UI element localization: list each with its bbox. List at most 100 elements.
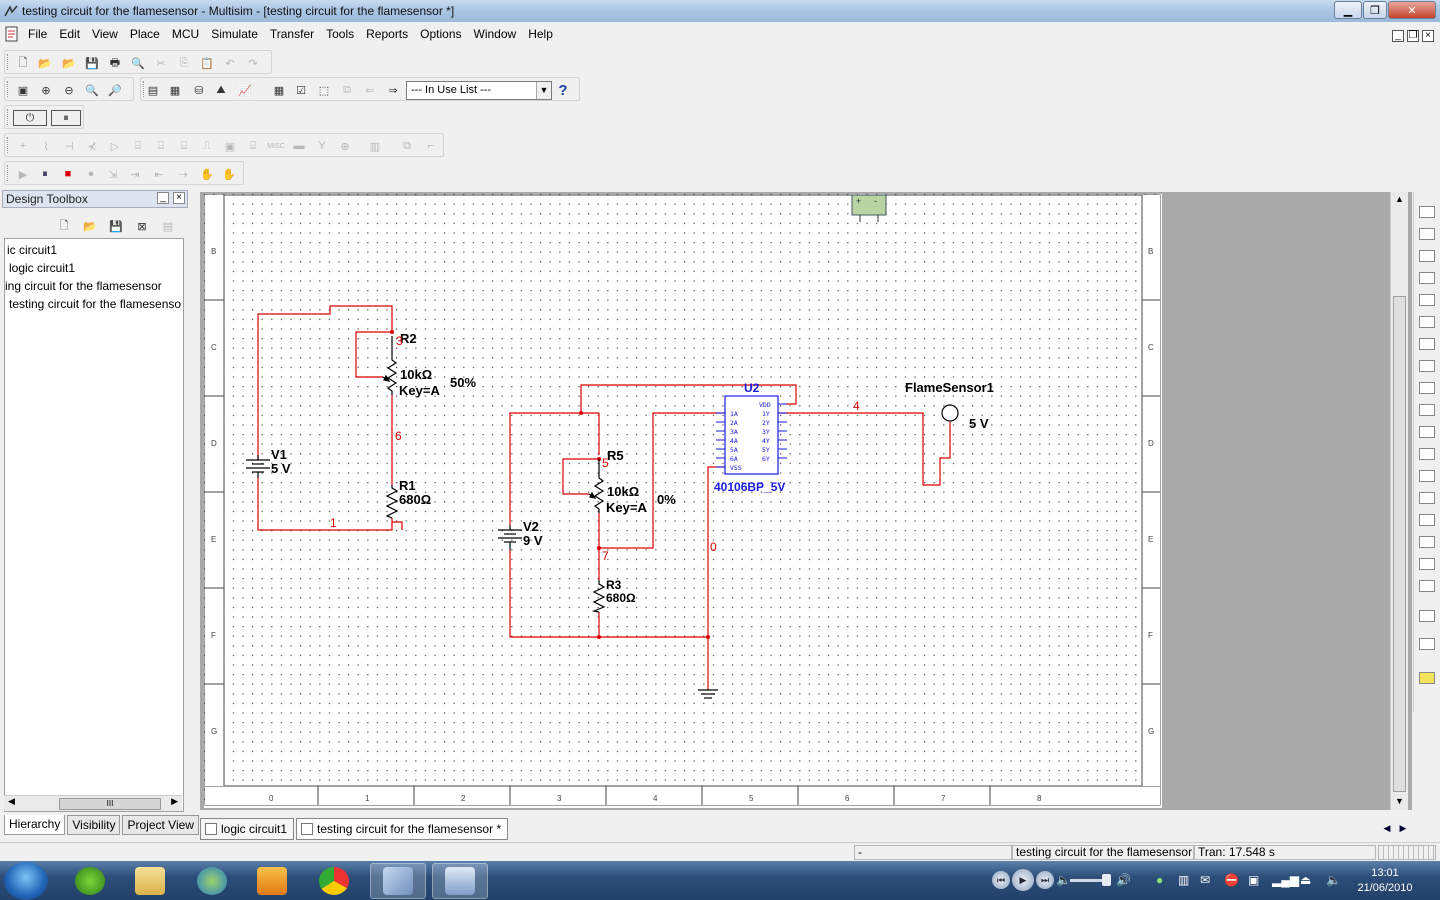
tray-signal-icon[interactable]: ▂▄▆ (1272, 873, 1299, 887)
toolbar-grip[interactable] (7, 109, 10, 125)
zoom-in-icon[interactable]: ⊕ (41, 84, 51, 97)
multimeter-icon[interactable] (1419, 206, 1435, 218)
zoom-fit-icon[interactable]: 🔎 (108, 84, 122, 97)
menu-place[interactable]: Place (129, 27, 160, 41)
region-select-icon[interactable]: ⬚ (318, 84, 330, 97)
pause-simulation-icon[interactable]: ⏸ (42, 167, 48, 180)
distortion-analyzer-icon[interactable] (1419, 448, 1435, 460)
ic-u2[interactable]: 1A 2A 3A 4A 5A 6A VSS VDD 1Y 2Y 3Y 4Y 5Y… (716, 395, 787, 475)
backannotate-icon[interactable]: ⇐ (365, 84, 375, 97)
iv-analyzer-icon[interactable] (1419, 426, 1435, 438)
rename-sheet-icon[interactable]: ▤ (162, 220, 174, 233)
oscilloscope-icon[interactable] (1419, 272, 1435, 284)
logic-converter-icon[interactable] (1419, 404, 1435, 416)
port-connector[interactable]: + - (851, 194, 887, 222)
redo-icon[interactable]: ↷ (248, 57, 258, 70)
place-bus-icon[interactable]: ⌐ (427, 140, 435, 152)
spectrum-analyzer-icon[interactable] (1419, 470, 1435, 482)
frequency-counter-icon[interactable] (1419, 338, 1435, 350)
menu-options[interactable]: Options (420, 27, 462, 41)
place-rf-icon[interactable]: Y (318, 140, 326, 152)
resistor-r3[interactable] (591, 580, 606, 613)
place-misc-icon[interactable]: MISC (267, 142, 285, 150)
erc-icon[interactable]: ☑ (296, 84, 306, 97)
sheet-tab-testing-circuit[interactable]: testing circuit for the flamesensor * (296, 818, 509, 840)
tree-item[interactable]: ing circuit for the flamesensor (5, 279, 162, 293)
tray-security-icon[interactable]: ⛔ (1224, 873, 1239, 887)
volume-slider-thumb[interactable] (1102, 874, 1111, 886)
save-icon[interactable]: 💾 (85, 57, 99, 70)
place-diode-icon[interactable]: ⊣ (64, 140, 74, 153)
place-transistor-icon[interactable]: ⊀ (87, 140, 97, 153)
scroll-down-arrow-icon[interactable]: ▼ (1395, 796, 1404, 806)
tree-item[interactable]: logic circuit1 (9, 261, 76, 275)
four-channel-oscilloscope-icon[interactable] (1419, 294, 1435, 306)
forward-annotate-icon[interactable]: ⇒ (388, 84, 398, 97)
tektronix-oscilloscope-icon[interactable] (1419, 580, 1435, 592)
menu-transfer[interactable]: Transfer (269, 27, 315, 41)
play-icon[interactable]: ▶ (1012, 869, 1034, 891)
remove-breakpoints-icon[interactable]: ✋ (222, 168, 236, 181)
toolbar-grip[interactable] (7, 81, 10, 97)
start-button[interactable] (4, 862, 48, 900)
scroll-thumb[interactable]: III (59, 798, 161, 810)
restore-button[interactable]: ❐ (1363, 1, 1387, 19)
tray-chat-icon[interactable]: ✉ (1200, 873, 1211, 887)
postprocessor-icon[interactable]: ▦ (273, 84, 285, 97)
close-sheet-icon[interactable]: ⊠ (137, 220, 147, 233)
zoom-out-icon[interactable]: ⊖ (64, 84, 74, 97)
scroll-thumb[interactable] (1393, 296, 1406, 792)
place-advanced-peripherals-icon[interactable]: ▬ (293, 140, 305, 152)
place-analog-icon[interactable]: ▷ (110, 140, 120, 153)
taskbar-media-player[interactable] (244, 863, 300, 899)
menu-file[interactable]: File (28, 27, 48, 41)
taskbar-spotify[interactable] (62, 863, 118, 899)
chevron-down-icon[interactable]: ▼ (536, 82, 551, 99)
zoom-area-icon[interactable]: 🔍 (85, 84, 99, 97)
taskbar-chrome[interactable] (306, 863, 362, 899)
tab-scroll-right-icon[interactable]: ▶ (1399, 823, 1407, 833)
taskbar-messenger[interactable] (184, 863, 240, 899)
network-analyzer-icon[interactable] (1419, 492, 1435, 504)
current-probe-icon[interactable] (1419, 672, 1435, 684)
database-manager-icon[interactable]: ⛁ (194, 84, 204, 97)
battery-v1[interactable] (246, 455, 270, 478)
taskbar-computer[interactable] (432, 863, 488, 899)
run-simulation-icon[interactable]: ▶ (18, 168, 28, 181)
labview-instrument-icon[interactable] (1419, 638, 1435, 650)
stop-simulation-icon[interactable]: ■ (64, 168, 72, 180)
run-switch-icon[interactable]: ⏻ (13, 110, 47, 126)
menu-window[interactable]: Window (473, 27, 517, 41)
tree-item[interactable]: ic circuit1 (7, 243, 58, 257)
print-preview-icon[interactable]: 🔍 (131, 57, 145, 70)
new-sheet-icon[interactable]: 🗋 (59, 219, 69, 232)
create-component-icon[interactable]: ⛰ (216, 83, 226, 96)
logic-analyzer-icon[interactable] (1419, 382, 1435, 394)
design-toolbox-icon[interactable]: ▤ (147, 84, 159, 97)
transfer-ultiboard-icon[interactable]: ⧉ (343, 83, 351, 96)
pause-switch-icon[interactable]: ⏸ (51, 110, 81, 126)
tab-scroll-left-icon[interactable]: ◀ (1383, 823, 1391, 833)
potentiometer-r2[interactable] (382, 336, 398, 395)
sheet-tab-logic-circuit[interactable]: logic circuit1 (200, 818, 295, 840)
tray-spotify-icon[interactable]: ● (1156, 873, 1164, 887)
in-use-list-select[interactable]: --- In Use List --- ▼ (406, 81, 552, 100)
tree-horizontal-scrollbar[interactable]: ◀ III ▶ (4, 795, 182, 811)
tab-hierarchy[interactable]: Hierarchy (4, 815, 66, 835)
fullscreen-icon[interactable]: ▣ (17, 84, 29, 97)
grapher-icon[interactable]: 📈 (238, 84, 252, 97)
paste-icon[interactable]: 📋 (200, 57, 214, 70)
tab-project-view[interactable]: Project View (122, 815, 199, 835)
word-generator-icon[interactable] (1419, 360, 1435, 372)
step-into-icon[interactable]: ⇲ (108, 168, 118, 181)
print-icon[interactable]: 🖶 (109, 56, 121, 69)
toolbox-minimize-button[interactable]: _ (157, 192, 169, 204)
place-mixed-icon[interactable]: ⎍ (203, 139, 211, 152)
menu-help[interactable]: Help (528, 27, 553, 41)
toggle-breakpoint-icon[interactable]: ✋ (200, 168, 214, 181)
mute-icon[interactable]: 🔈 (1056, 873, 1071, 887)
previous-track-icon[interactable]: ⏮ (992, 871, 1010, 889)
menu-edit[interactable]: Edit (59, 27, 81, 41)
mdi-minimize-button[interactable]: _ (1392, 30, 1404, 42)
tray-volume-icon[interactable]: 🔈 (1326, 873, 1341, 887)
